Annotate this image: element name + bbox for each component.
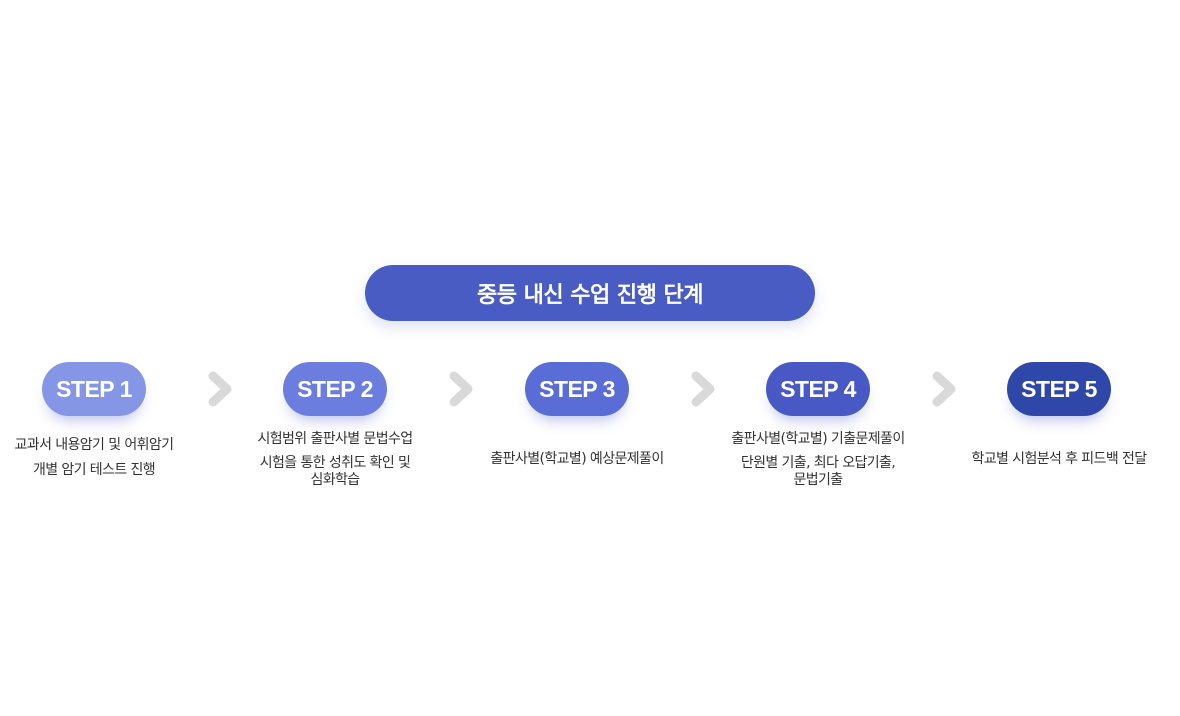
step-badge: STEP 3 bbox=[525, 362, 629, 416]
step-5: STEP 5 학교별 시험분석 후 피드백 전달 bbox=[939, 362, 1179, 469]
step-2: STEP 2 시험범위 출판사별 문법수업 시험을 통한 성취도 확인 및 심화… bbox=[215, 362, 455, 488]
step-4: STEP 4 출판사별(학교별) 기출문제풀이 단원별 기출, 최다 오답기출,… bbox=[698, 362, 938, 488]
step-description: 학교별 시험분석 후 피드백 전달 bbox=[939, 450, 1179, 469]
chevron-right-icon bbox=[449, 371, 473, 407]
step-description: 출판사별(학교별) 기출문제풀이 단원별 기출, 최다 오답기출, 문법기출 bbox=[698, 430, 938, 488]
step-description-line: 시험범위 출판사별 문법수업 bbox=[257, 431, 413, 447]
step-3: STEP 3 출판사별(학교별) 예상문제풀이 bbox=[457, 362, 697, 469]
step-badge: STEP 1 bbox=[42, 362, 146, 416]
step-description-line: 개별 암기 테스트 진행 bbox=[32, 461, 156, 478]
step-badge: STEP 2 bbox=[283, 362, 387, 416]
step-description-line: 단원별 기출, 최다 오답기출, 문법기출 bbox=[740, 454, 896, 488]
step-description: 시험범위 출판사별 문법수업 시험을 통한 성취도 확인 및 심화학습 bbox=[215, 430, 455, 488]
step-description-line: 출판사별(학교별) 기출문제풀이 bbox=[731, 431, 905, 447]
step-description-line: 학교별 시험분석 후 피드백 전달 bbox=[971, 451, 1147, 467]
chevron-right-icon bbox=[208, 371, 232, 407]
step-description: 교과서 내용암기 및 어휘암기 개별 암기 테스트 진행 bbox=[0, 436, 214, 480]
chevron-right-icon bbox=[932, 371, 956, 407]
step-description-line: 출판사별(학교별) 예상문제풀이 bbox=[490, 451, 664, 467]
page-title: 중등 내신 수업 진행 단계 bbox=[365, 265, 815, 321]
step-description-line: 시험을 통한 성취도 확인 및 심화학습 bbox=[259, 454, 411, 488]
step-description-line: 교과서 내용암기 및 어휘암기 bbox=[14, 437, 175, 453]
step-description: 출판사별(학교별) 예상문제풀이 bbox=[457, 450, 697, 469]
step-badge: STEP 5 bbox=[1007, 362, 1111, 416]
step-1: STEP 1 교과서 내용암기 및 어휘암기 개별 암기 테스트 진행 bbox=[0, 362, 214, 480]
step-badge: STEP 4 bbox=[766, 362, 870, 416]
chevron-right-icon bbox=[691, 371, 715, 407]
